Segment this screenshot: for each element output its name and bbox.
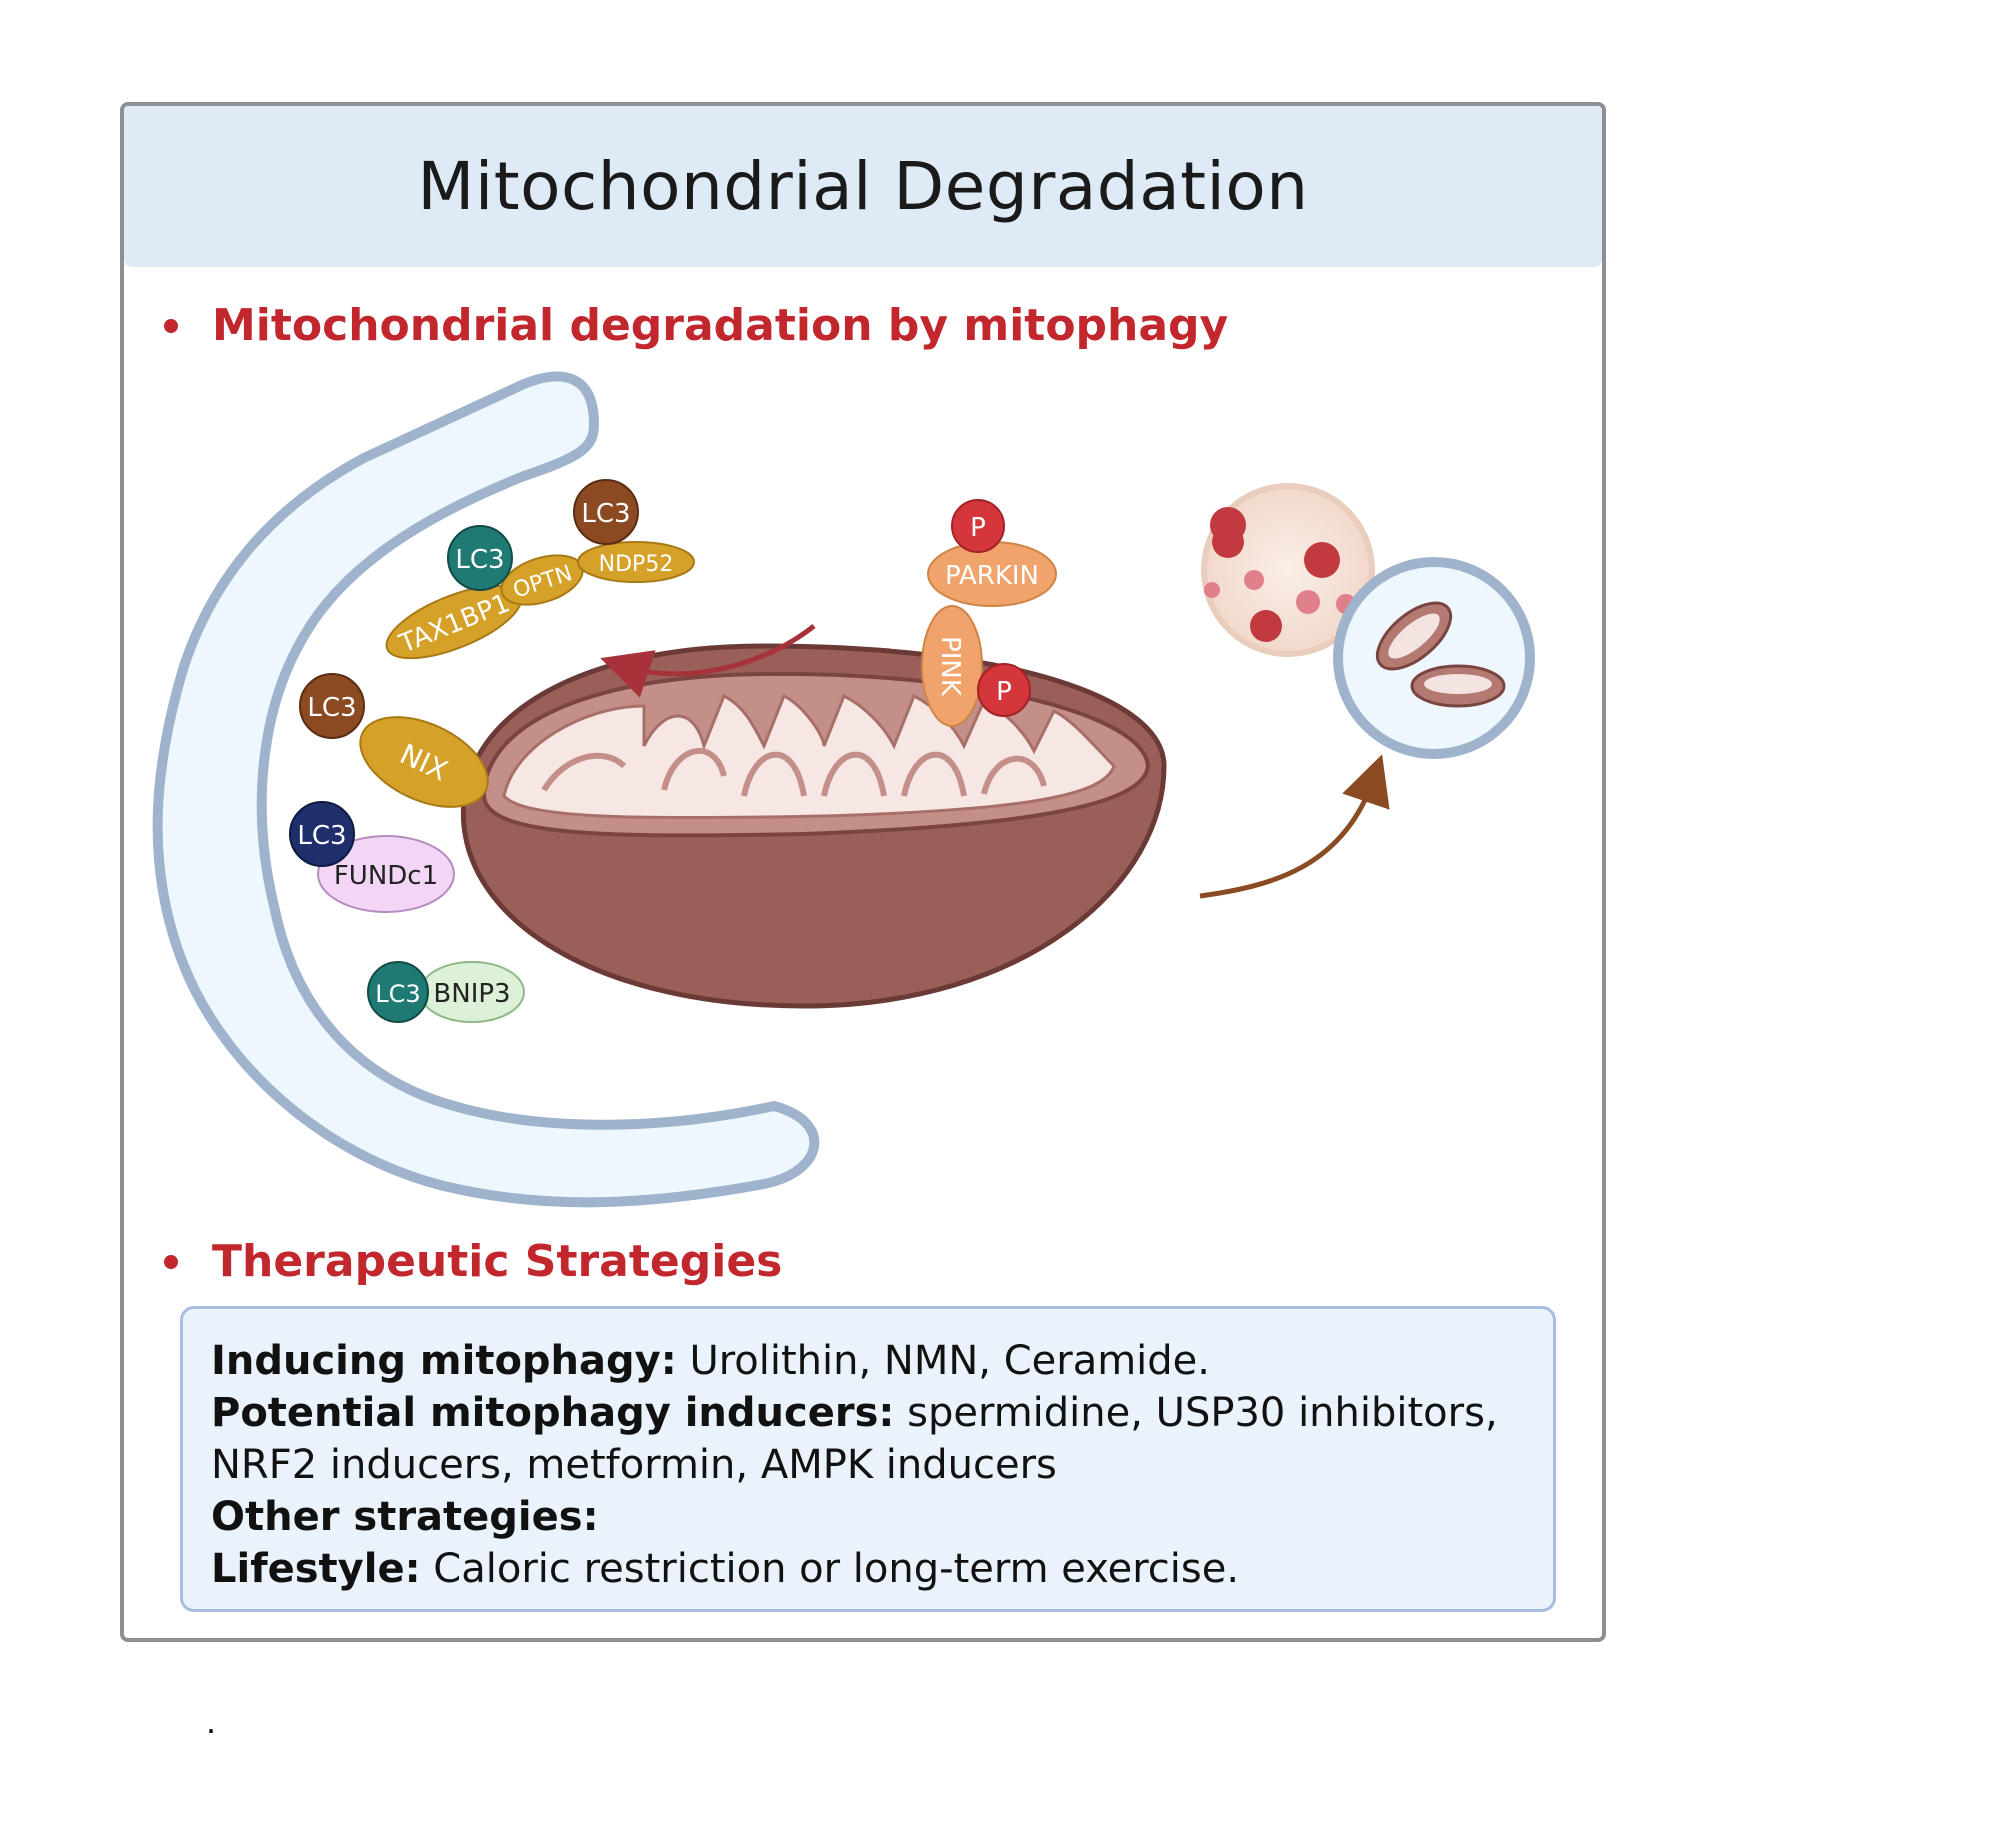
strategy-other: Other strategies: bbox=[211, 1491, 1525, 1543]
footer-text: . bbox=[206, 1700, 217, 1741]
svg-text:LC3: LC3 bbox=[455, 545, 504, 575]
bullet-icon bbox=[164, 318, 178, 333]
lc3-marker: LC3 bbox=[289, 801, 355, 867]
svg-text:PARKIN: PARKIN bbox=[945, 561, 1039, 591]
svg-text:LC3: LC3 bbox=[297, 821, 346, 851]
strategies-box: Inducing mitophagy: Urolithin, NMN, Cera… bbox=[180, 1306, 1556, 1612]
strategy-inducing: Inducing mitophagy: Urolithin, NMN, Cera… bbox=[211, 1335, 1525, 1387]
mitophagy-diagram: TAX1BP1 OPTN NDP52 LC3 LC3 NIX LC3 FUND bbox=[152, 371, 1535, 1208]
recruitment-arrow bbox=[600, 624, 816, 698]
strategy-label: Inducing mitophagy: bbox=[211, 1338, 677, 1384]
receptor-fundc1: FUNDc1 bbox=[317, 835, 455, 913]
lc3-marker: LC3 bbox=[447, 525, 513, 591]
strategy-text: Caloric restriction or long-term exercis… bbox=[420, 1546, 1240, 1592]
strategy-potential: Potential mitophagy inducers: spermidine… bbox=[211, 1387, 1525, 1491]
section-title-therapeutic: Therapeutic Strategies bbox=[212, 1236, 783, 1287]
strategy-text: Urolithin, NMN, Ceramide. bbox=[676, 1338, 1210, 1384]
svg-text:P: P bbox=[970, 513, 986, 543]
section-heading-therapeutic: Therapeutic Strategies bbox=[164, 1236, 782, 1287]
svg-text:PINK: PINK bbox=[935, 636, 965, 697]
phospho-marker: P bbox=[977, 663, 1031, 717]
svg-text:LC3: LC3 bbox=[307, 693, 356, 723]
strategy-label: Lifestyle: bbox=[211, 1546, 421, 1592]
bullet-icon bbox=[164, 1254, 178, 1269]
strategy-text: spermidine, USP30 inhibitors, NRF2 induc… bbox=[211, 1390, 1498, 1488]
svg-text:LC3: LC3 bbox=[375, 980, 420, 1008]
receptor-bnip3: BNIP3 bbox=[419, 961, 525, 1023]
strategy-lifestyle: Lifestyle: Caloric restriction or long-t… bbox=[211, 1543, 1525, 1595]
lc3-marker: LC3 bbox=[299, 673, 365, 739]
page-title: Mitochondrial Degradation bbox=[417, 148, 1309, 225]
receptor-nix: NIX bbox=[359, 716, 489, 808]
svg-text:P: P bbox=[996, 677, 1012, 707]
phospho-marker: P bbox=[951, 499, 1005, 553]
strategy-label: Potential mitophagy inducers: bbox=[211, 1390, 895, 1436]
pink-protein: PINK bbox=[921, 605, 983, 727]
lysosome bbox=[1201, 483, 1375, 657]
svg-text:LC3: LC3 bbox=[581, 499, 630, 529]
panel-header: Mitochondrial Degradation bbox=[124, 106, 1602, 267]
phagophore-membrane bbox=[152, 371, 820, 1208]
lc3-marker: LC3 bbox=[367, 961, 429, 1023]
svg-text:NDP52: NDP52 bbox=[599, 552, 674, 577]
figure-panel: Mitochondrial Degradation Mitochondrial … bbox=[120, 102, 1606, 1642]
strategy-label: Other strategies: bbox=[211, 1494, 599, 1540]
degradation-arrow bbox=[1199, 754, 1390, 899]
section-title-mitophagy: Mitochondrial degradation by mitophagy bbox=[212, 300, 1229, 351]
parkin-protein: PARKIN bbox=[927, 541, 1057, 607]
mitochondrion bbox=[460, 643, 1167, 1009]
lc3-marker: LC3 bbox=[573, 479, 639, 545]
section-heading-mitophagy: Mitochondrial degradation by mitophagy bbox=[164, 300, 1228, 351]
receptor-ndp52: NDP52 bbox=[577, 541, 695, 583]
svg-text:BNIP3: BNIP3 bbox=[433, 979, 510, 1009]
svg-text:FUNDc1: FUNDc1 bbox=[334, 861, 438, 891]
autophagosome bbox=[1333, 557, 1535, 759]
